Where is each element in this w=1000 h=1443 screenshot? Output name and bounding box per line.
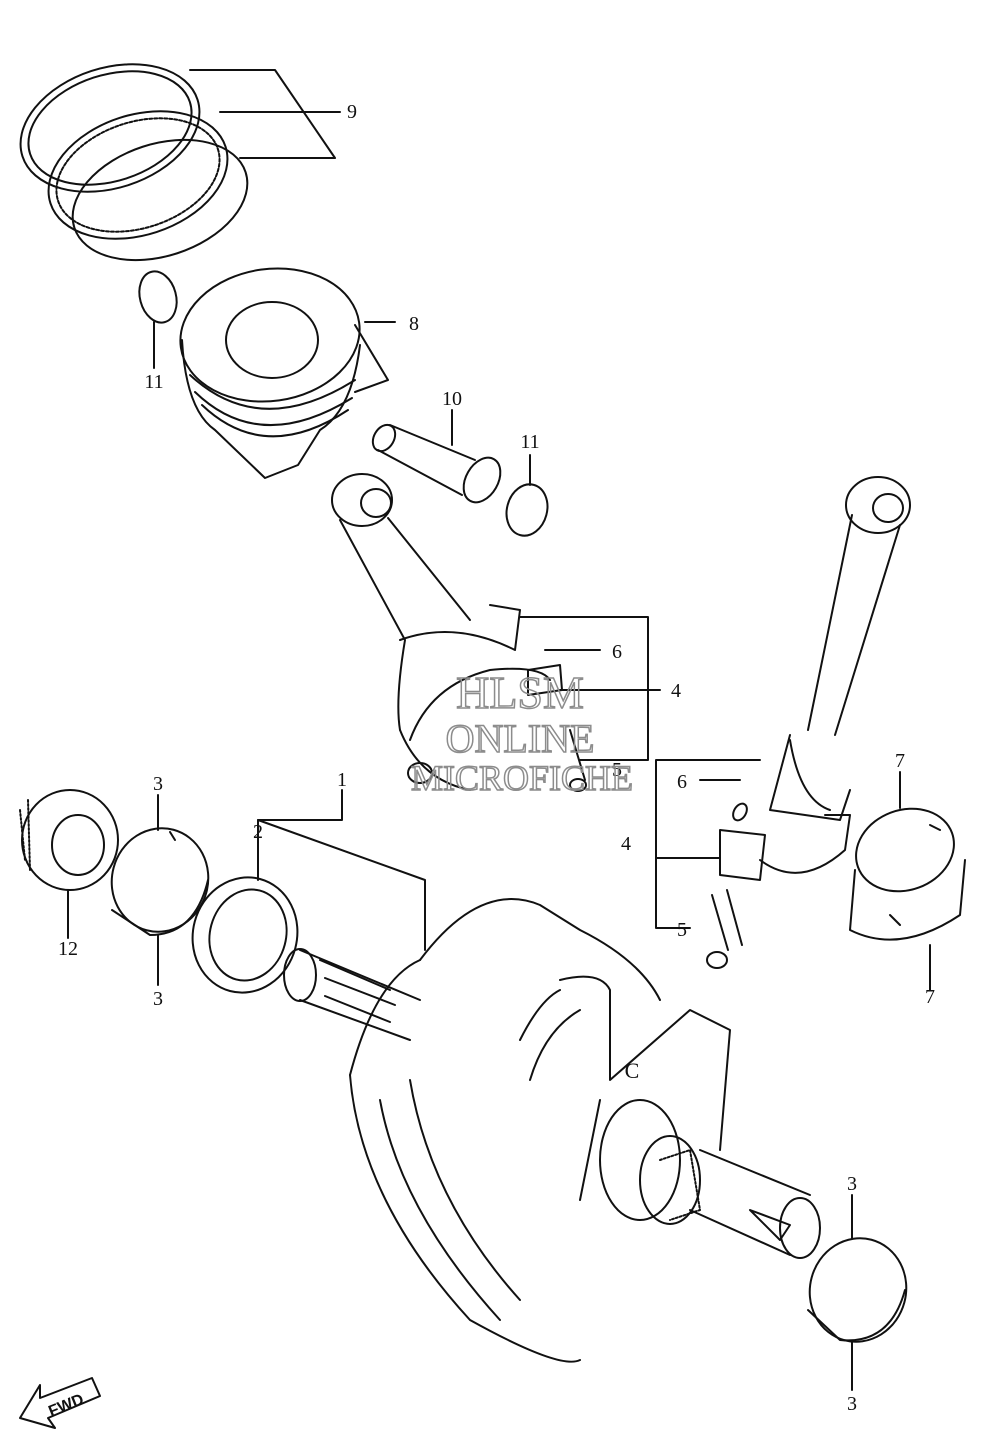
callout-4-lower: 4 [621, 833, 631, 855]
piston-leader-b [354, 324, 389, 393]
callout-10: 10 [442, 388, 462, 410]
thrust-washer [191, 876, 299, 994]
circlip-left [138, 270, 178, 324]
piston-pin [371, 423, 502, 504]
callout-1: 1 [337, 769, 347, 791]
crank-mark: C [625, 1058, 640, 1083]
callout-3-right-bottom: 3 [847, 1393, 857, 1415]
piston-rings [19, 63, 249, 262]
lower-rod-bracket [655, 759, 761, 929]
callout-5-lower: 5 [677, 919, 687, 941]
callout-3-right-top: 3 [847, 1173, 857, 1195]
callout-6-upper: 6 [612, 641, 622, 663]
connecting-rod-rear [706, 476, 911, 969]
callout-8: 8 [409, 313, 419, 335]
callout-3-left-bottom: 3 [153, 988, 163, 1010]
crank-pin-bearing [849, 807, 966, 941]
callout-7-top: 7 [895, 750, 905, 772]
callout-6-lower: 6 [677, 771, 687, 793]
journal-bearing-left [110, 827, 210, 936]
callout-12: 12 [58, 938, 78, 960]
callout-7-bottom: 7 [925, 986, 935, 1008]
watermark-line3: MICROFICHE [411, 758, 633, 798]
callout-5-upper: 5 [612, 759, 622, 781]
watermark-line2: ONLINE [446, 716, 595, 761]
fwd-arrow-icon [19, 1377, 101, 1429]
primary-gear [19, 789, 119, 891]
piston [179, 267, 361, 479]
callout-9: 9 [347, 101, 357, 123]
callout-4-upper: 4 [671, 680, 681, 702]
crankshaft [283, 898, 821, 1363]
callout-11-right: 11 [520, 431, 539, 453]
crank-leader-a [257, 789, 343, 843]
callout-3-left-top: 3 [153, 773, 163, 795]
callout-2: 2 [253, 821, 263, 843]
crank-leader-b [257, 819, 426, 951]
upper-rod-bracket [519, 616, 649, 761]
callout-11-left: 11 [144, 371, 163, 393]
circlip-right [505, 483, 549, 537]
ring-leader [189, 69, 336, 159]
journal-bearing-right [807, 1237, 908, 1343]
watermark-line1: HLSM [456, 667, 584, 718]
